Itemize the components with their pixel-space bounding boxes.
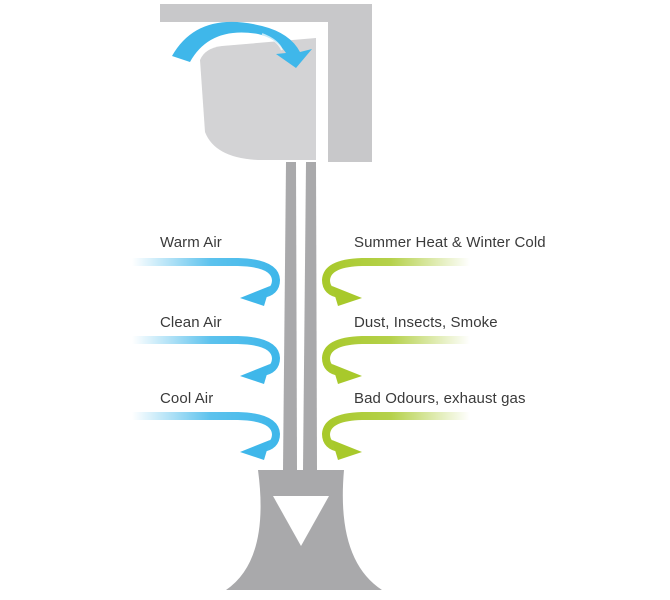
blue-arrow-icon: [128, 412, 281, 460]
intake-arrow-icon: [172, 21, 312, 68]
label-summer-heat-winter-cold: Summer Heat & Winter Cold: [354, 234, 546, 251]
label-warm-air: Warm Air: [160, 234, 222, 251]
label-bad-odours-exhaust-gas: Bad Odours, exhaust gas: [354, 390, 526, 407]
green-arrow-icon: [321, 412, 474, 460]
green-arrow-icon: [321, 258, 474, 306]
downward-arrow-icon: [273, 496, 329, 546]
blue-arrow-icon: [128, 258, 281, 306]
air-curtain-pole: [226, 162, 382, 590]
unit-frame: [160, 4, 372, 162]
blue-arrow-icon: [128, 336, 281, 384]
intake-arrow-highlight: [261, 33, 283, 51]
label-clean-air: Clean Air: [160, 314, 222, 331]
pole-left-stream: [283, 162, 297, 470]
label-dust-insects-smoke: Dust, Insects, Smoke: [354, 314, 498, 331]
green-arrow-icon: [321, 336, 474, 384]
pole-right-stream: [303, 162, 317, 470]
unit-body: [200, 38, 316, 160]
label-cool-air: Cool Air: [160, 390, 214, 407]
air-curtain-unit: [160, 4, 372, 162]
